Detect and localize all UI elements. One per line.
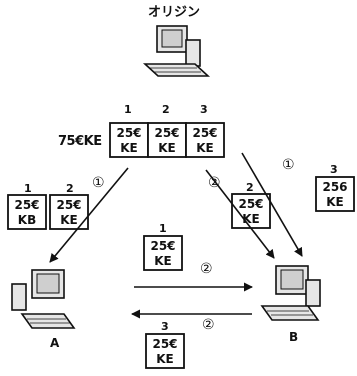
total-size-label: 75€KE bbox=[58, 135, 102, 148]
step-1-marker-a: ① bbox=[92, 176, 105, 190]
node-b-label: B bbox=[289, 331, 298, 343]
chunk-b-to-a-unit: KE bbox=[147, 353, 183, 365]
origin-index-3: 3 bbox=[200, 104, 208, 115]
chunk-to-a-index-1: 1 bbox=[24, 183, 32, 194]
chunk-to-b-2-index: 2 bbox=[246, 182, 254, 193]
chunk-to-b-2-size: 25€ bbox=[233, 198, 269, 210]
chunk-to-b-3-size: 256 bbox=[317, 181, 353, 193]
step-1-marker-b: ① bbox=[282, 158, 295, 172]
chunk-b-to-a-size: 25€ bbox=[147, 338, 183, 350]
node-a-label: A bbox=[50, 337, 59, 349]
origin-chunk-2-unit: KE bbox=[149, 142, 185, 154]
computer-a-icon bbox=[12, 270, 74, 328]
step-2-marker-ba: ② bbox=[202, 318, 215, 332]
origin-chunk-2-size: 25€ bbox=[149, 127, 185, 139]
origin-chunk-3-size: 25€ bbox=[187, 127, 223, 139]
origin-label: オリジン bbox=[148, 6, 200, 19]
chunk-to-a-1-size: 25€ bbox=[9, 199, 45, 211]
computer-b-icon bbox=[262, 266, 320, 320]
step-2-marker-ab: ② bbox=[200, 262, 213, 276]
chunk-to-a-2-unit: KE bbox=[51, 214, 87, 226]
chunk-a-to-b-size: 25€ bbox=[145, 240, 181, 252]
origin-chunk-3-unit: KE bbox=[187, 142, 223, 154]
origin-computer-icon bbox=[145, 26, 208, 76]
chunk-to-a-2-size: 25€ bbox=[51, 199, 87, 211]
chunk-to-b-2-unit: KE bbox=[233, 213, 269, 225]
chunk-to-a-index-2: 2 bbox=[66, 183, 74, 194]
chunk-to-a-1-unit: KB bbox=[9, 214, 45, 226]
chunk-a-to-b-unit: KE bbox=[145, 255, 181, 267]
chunk-b-to-a-index: 3 bbox=[161, 321, 169, 332]
origin-index-2: 2 bbox=[162, 104, 170, 115]
origin-chunk-1-unit: KE bbox=[111, 142, 147, 154]
origin-chunk-1-size: 25€ bbox=[111, 127, 147, 139]
step-2-marker-b: ② bbox=[208, 176, 221, 190]
chunk-to-b-3-unit: KE bbox=[317, 196, 353, 208]
chunk-a-to-b-index: 1 bbox=[159, 223, 167, 234]
chunk-to-b-3-index: 3 bbox=[330, 164, 338, 175]
origin-index-1: 1 bbox=[124, 104, 132, 115]
